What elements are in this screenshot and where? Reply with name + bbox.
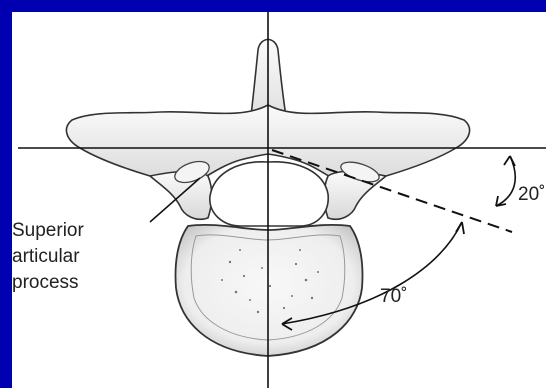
vertebra-diagram: Superior articular process 70˚ 20˚ (12, 12, 546, 388)
figure-panel: Superior articular process 70˚ 20˚ (12, 12, 546, 388)
label-articular: articular (12, 246, 80, 267)
angle-70-label: 70˚ (380, 286, 407, 307)
angle-20-label: 20˚ (518, 184, 545, 205)
vertebral-canal (210, 162, 328, 226)
vertebral-body (176, 225, 363, 356)
label-superior: Superior (12, 220, 84, 241)
label-process: process (12, 272, 79, 293)
angle-20-arrow-top (504, 156, 515, 166)
